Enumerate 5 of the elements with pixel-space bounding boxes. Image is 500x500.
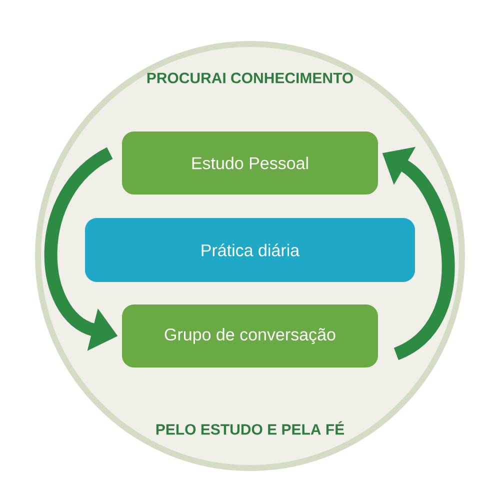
circle-heading: PROCURAI CONHECIMENTO — [147, 72, 353, 84]
step-box: Grupo de conversação — [122, 304, 378, 368]
step-box: Estudo Pessoal — [122, 132, 378, 194]
practice-box: Prática diária — [85, 218, 415, 282]
circle-heading: PELO ESTUDO E PELA FÉ — [156, 421, 344, 435]
